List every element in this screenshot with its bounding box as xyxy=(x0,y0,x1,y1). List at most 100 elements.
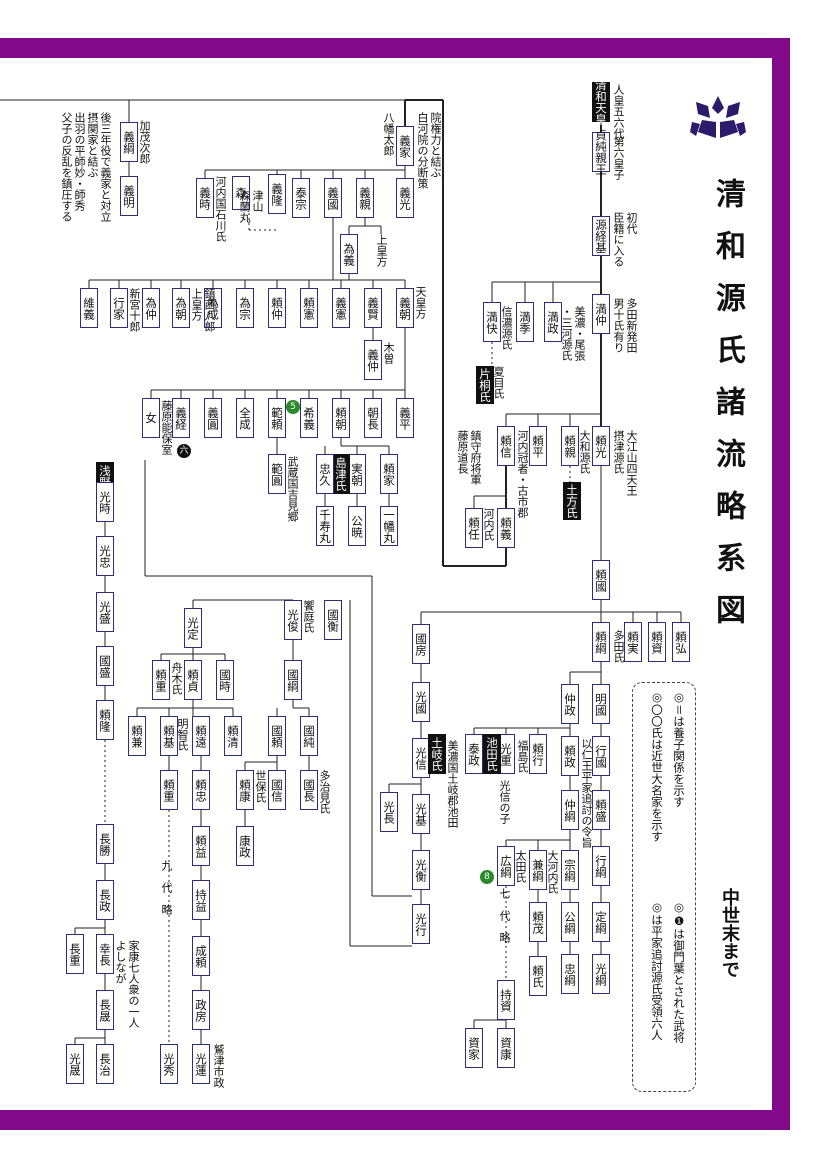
legend-line-1: ◎＝は養子関係を示す xyxy=(672,690,686,808)
person-node-n120: 頼益 xyxy=(192,826,210,866)
person-node-n115: 頼清 xyxy=(224,716,242,756)
person-node-n18: 頼弘 xyxy=(672,622,690,662)
person-node-n16: 頼実 xyxy=(624,622,642,662)
number-badge-b3: 六 xyxy=(177,444,191,458)
annotation-t39: 九 代 略 xyxy=(160,860,173,915)
person-node-n73: 朝長 xyxy=(364,398,382,438)
annotation-t13: 多田氏 xyxy=(612,630,625,663)
person-node-n76: 範頼 xyxy=(268,398,286,438)
person-node-n22: 光基 xyxy=(412,794,430,834)
annotation-t9: 大和源氏 xyxy=(578,430,591,474)
person-node-n12: 頼義 xyxy=(497,508,515,548)
person-node-n112: 國時 xyxy=(216,660,234,700)
annotation-t17: 以仁王平家追討の令旨 xyxy=(580,738,593,848)
person-node-n49: 義綱 xyxy=(120,122,138,162)
person-node-n41: 頼茂 xyxy=(529,902,547,942)
person-node-n27: 仲政 xyxy=(561,684,579,724)
person-node-n90: 光時 xyxy=(96,482,114,522)
person-node-n104: 國綱 xyxy=(284,660,302,700)
person-node-n102: 國衡 xyxy=(324,600,342,640)
annotation-t30: 鎮西八郎 上皇方 xyxy=(190,288,216,332)
person-node-n1: 清和天皇 xyxy=(592,79,610,125)
number-badge-b2: 5 xyxy=(286,400,300,414)
person-node-n111: 光定 xyxy=(184,608,202,648)
annotation-t36: 世保氏 xyxy=(254,770,267,803)
annotation-t29: 木曽 xyxy=(382,342,395,364)
person-node-n127: 土岐氏 xyxy=(428,734,446,774)
person-node-n45: 行綱 xyxy=(592,846,610,886)
annotation-t6: 信濃源氏 xyxy=(500,306,513,350)
person-node-n93: 國盛 xyxy=(96,646,114,686)
person-node-n79: 義経 xyxy=(172,398,190,438)
person-node-n123: 政房 xyxy=(192,990,210,1030)
person-node-n7: 満快 xyxy=(483,302,501,342)
person-node-n56: 泰宗 xyxy=(292,178,310,218)
person-node-n6: 満季 xyxy=(516,302,534,342)
person-node-n44: 頼盛 xyxy=(592,790,610,830)
annotation-t35: 多治見氏 xyxy=(318,770,331,814)
person-node-n23: 光長 xyxy=(380,792,398,832)
annotation-t40: 鷲津市政 xyxy=(212,1044,225,1088)
person-node-n61: 義賢 xyxy=(364,288,382,328)
annotation-t12: 河内氏 xyxy=(482,508,495,541)
crest-icon xyxy=(690,96,746,138)
person-node-n68: 為朝 xyxy=(172,288,190,328)
person-node-n84: 忠久 xyxy=(316,454,334,494)
person-node-n15: 頼綱 xyxy=(592,622,610,662)
top-border xyxy=(0,38,790,58)
person-node-n122: 成頼 xyxy=(192,936,210,976)
person-node-n121: 持益 xyxy=(192,880,210,920)
person-node-n25: 光行 xyxy=(412,904,430,944)
person-node-n28: 頼行 xyxy=(529,734,547,774)
annotation-t1: 人皇五六代 xyxy=(612,84,625,139)
person-node-n5: 満政 xyxy=(544,302,562,342)
annotation-t23: 加茂次郎 xyxy=(138,120,151,164)
person-node-n113: 頼貞 xyxy=(184,660,202,700)
person-node-n81: 頼家 xyxy=(380,454,398,494)
person-node-n96: 長政 xyxy=(96,880,114,920)
person-node-n114: 頼重 xyxy=(152,660,170,700)
person-node-n70: 行家 xyxy=(110,288,128,328)
person-node-n105: 國頼 xyxy=(268,716,286,756)
person-node-n78: 義圓 xyxy=(204,398,222,438)
person-node-n63: 義憲 xyxy=(332,288,350,328)
annotation-t16: 光信の子 xyxy=(498,780,511,824)
person-node-n64: 頼憲 xyxy=(300,288,318,328)
subtitle: 中世末まで xyxy=(719,888,740,978)
annotation-t7: 夏目氏 xyxy=(492,366,505,399)
annotation-t25: 河内国石川氏 xyxy=(214,176,227,242)
annotation-t3: 初代 臣籍に入る xyxy=(612,212,638,267)
person-node-n80: 女 xyxy=(142,398,160,438)
person-node-n106: 國純 xyxy=(300,716,318,756)
person-node-n88: 範圓 xyxy=(268,454,286,494)
annotation-t8: 大江山四天王 摂津源氏 xyxy=(612,430,638,496)
person-node-n71: 維義 xyxy=(80,288,98,328)
person-node-n60: 義朝 xyxy=(396,288,414,328)
annotation-t5: 美濃・尾張 ・三河源氏 xyxy=(560,306,586,361)
person-node-n39: 公綱 xyxy=(561,902,579,942)
annotation-t20: 七 代 略 xyxy=(498,888,511,943)
person-node-n2: 貞純親王 xyxy=(592,129,610,175)
person-node-n48: 義家 xyxy=(396,126,414,166)
person-node-n33: 宗綱 xyxy=(561,850,579,890)
person-node-n87: 千寿丸 xyxy=(316,506,334,546)
legend-box xyxy=(632,682,696,1092)
person-node-n11: 頼信 xyxy=(497,426,515,466)
person-node-n128: 池田氏 xyxy=(483,734,501,774)
annotation-t18: 大河内氏 xyxy=(546,850,559,894)
person-node-n37: 資康 xyxy=(497,1028,515,1068)
person-node-n47: 光綱 xyxy=(592,954,610,994)
person-node-n67: 為成 xyxy=(204,288,222,328)
person-node-n97: 幸長 xyxy=(96,934,114,974)
annotation-t4: 多田新発田 男十氏有り xyxy=(612,298,638,353)
annotation-t33: 武蔵国吉見郷 xyxy=(286,456,299,522)
person-node-n95: 長勝 xyxy=(96,824,114,864)
person-node-n30: 泰政 xyxy=(465,734,483,774)
person-node-n117: 頼基 xyxy=(160,716,178,756)
person-node-n24: 光衡 xyxy=(412,850,430,890)
person-node-n82: 実朝 xyxy=(348,454,366,494)
legend-line-2: ◎〇〇氏は近世大名家を示す xyxy=(650,690,664,842)
annotation-t28: 天皇方 xyxy=(414,286,427,319)
person-node-n51: 義光 xyxy=(396,178,414,218)
